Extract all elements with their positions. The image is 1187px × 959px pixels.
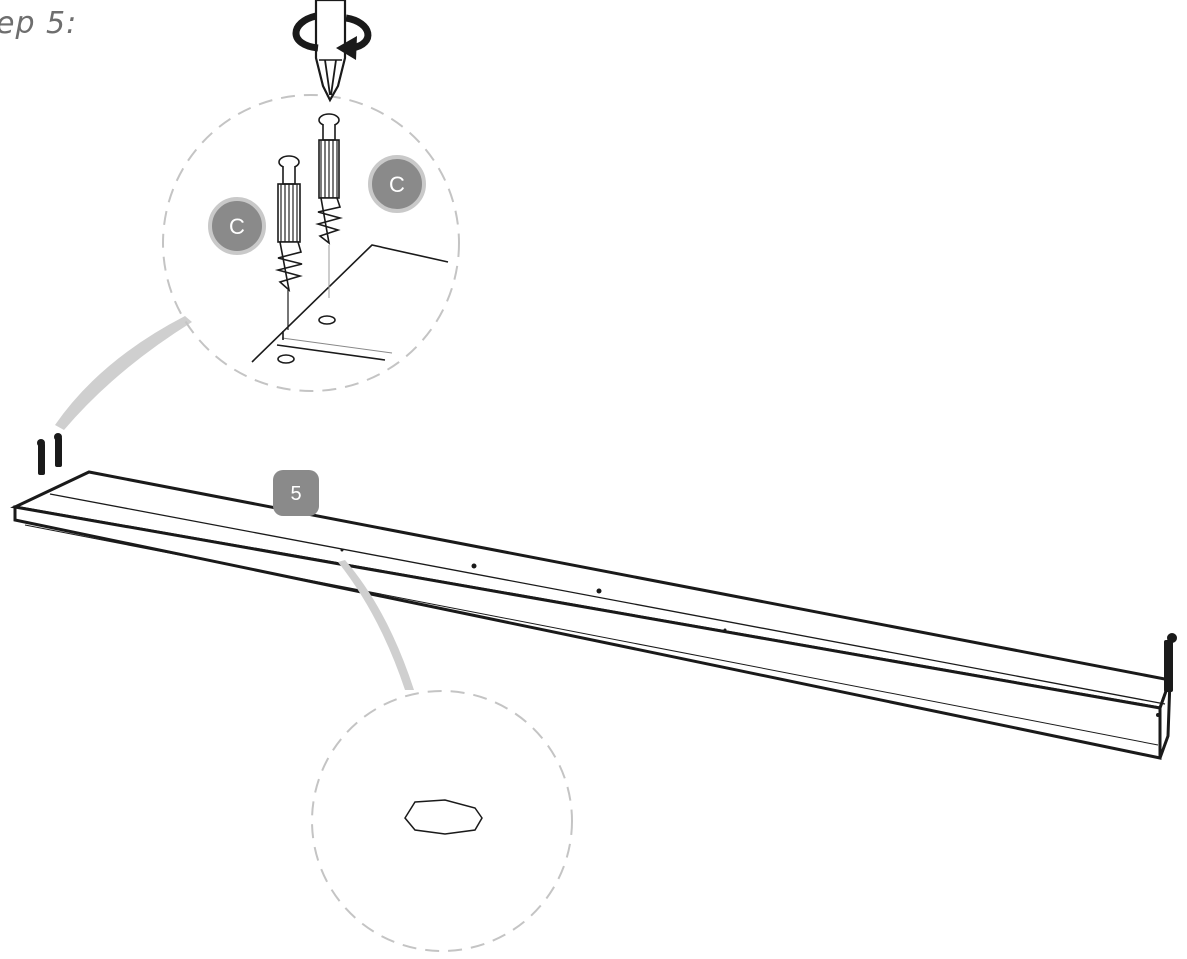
hole-octagon (404, 799, 483, 835)
cam-bolt-icon (1164, 633, 1177, 692)
step-title: ep 5: (0, 6, 78, 41)
rotation-arrow-icon (292, 12, 372, 60)
part-badge-c-right: C (368, 155, 426, 213)
panel-board (10, 470, 1173, 760)
panel-number-label: 5 (290, 483, 301, 505)
panel-number-badge: 5 (273, 470, 319, 516)
detail-panel-edge (251, 244, 449, 364)
detail-circle-bottom (311, 690, 573, 952)
part-badge-label: C (389, 172, 405, 197)
part-badge-label: C (229, 214, 245, 239)
detail-callout-pointer-top (55, 316, 192, 430)
cam-bolt-icon (37, 433, 62, 475)
cam-bolt-icon (274, 155, 303, 330)
detail-circle-top (162, 94, 460, 392)
cam-bolt-icon (315, 113, 344, 298)
screwdriver-icon (314, 0, 347, 103)
part-badge-c-left: C (208, 197, 266, 255)
detail-callout-pointer-bottom (338, 560, 414, 690)
